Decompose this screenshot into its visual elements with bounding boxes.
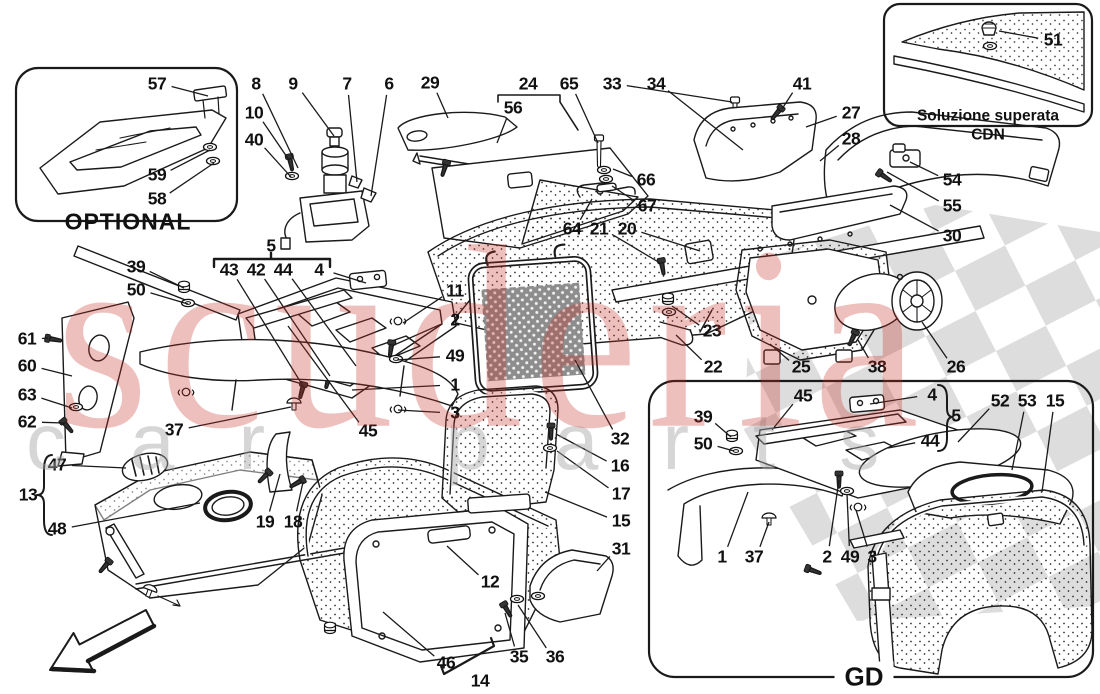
bulkhead-panel-15	[441, 385, 559, 514]
sill-cover-29	[397, 111, 518, 151]
side-panel-13	[94, 431, 461, 607]
group-brackets	[36, 94, 954, 676]
inner-panel-46	[323, 507, 529, 663]
cdn-box	[882, 2, 1094, 128]
optional-box-label: OPTIONAL	[64, 208, 192, 235]
optional-luggage-rack	[39, 85, 228, 195]
gd-fender-carpet-15	[849, 489, 1093, 675]
optional-box-border	[14, 66, 239, 223]
direction-arrow	[49, 609, 157, 674]
rear-shelf-bridge-27	[693, 101, 817, 182]
cdn-label-line2: CDN	[971, 126, 1005, 143]
vent-grille-47	[121, 452, 169, 482]
speaker-26	[834, 271, 943, 348]
cdn-box-label: Soluzione superata CDN	[917, 107, 1059, 144]
gd-box-label: GD	[834, 661, 894, 693]
ashtray-lighter-assembly	[280, 127, 377, 250]
cdn-label-line1: Soluzione superata	[916, 107, 1060, 125]
